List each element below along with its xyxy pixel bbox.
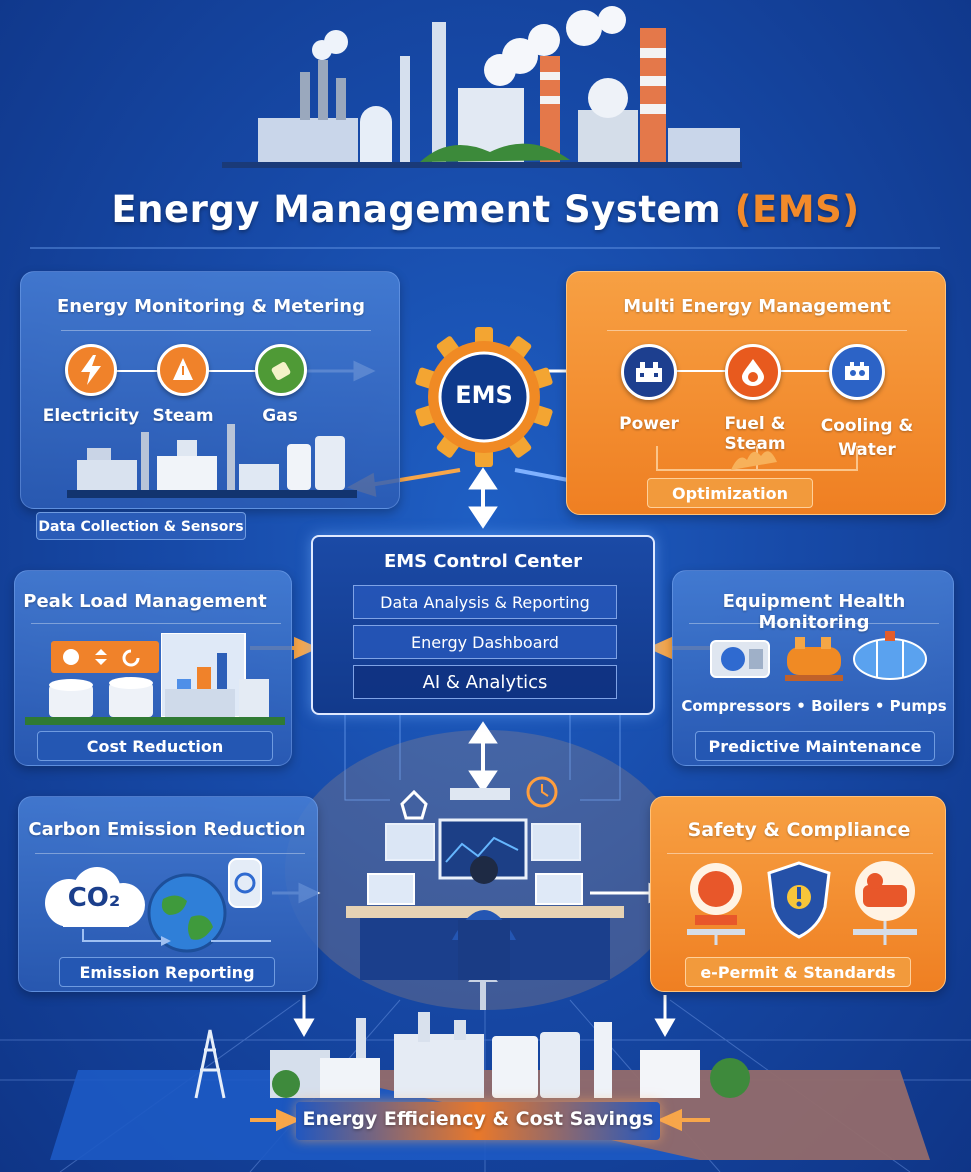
monitoring-factory-icon bbox=[67, 424, 357, 498]
bottom-factory-skyline-icon bbox=[194, 1012, 750, 1099]
title-main: Energy Management System bbox=[111, 188, 722, 231]
page-title: Energy Management System (EMS) bbox=[0, 188, 971, 231]
monitoring-title: Energy Monitoring & Metering bbox=[57, 296, 365, 317]
monitoring-panel: Energy Monitoring & Metering Electricity… bbox=[20, 271, 400, 509]
gas-icon bbox=[255, 344, 307, 396]
optimization-label: Optimization bbox=[647, 478, 813, 508]
multi-energy-title: Multi Energy Management bbox=[623, 296, 891, 317]
top-factory-skyline-icon bbox=[222, 6, 742, 168]
carbon-flow-lines bbox=[82, 929, 271, 946]
control-center-panel: EMS Control Center Data Analysis & Repor… bbox=[311, 535, 655, 715]
fuel-steam-icon bbox=[725, 344, 781, 400]
co2-cloud-icon bbox=[45, 867, 145, 927]
alarm-beacon-icon bbox=[687, 863, 745, 945]
pump-icon bbox=[853, 631, 927, 680]
title-accent: (EMS) bbox=[734, 188, 860, 231]
storage-tanks-icon bbox=[25, 677, 285, 725]
bottom-banner bbox=[296, 1102, 660, 1140]
safety-equipment-icon bbox=[853, 861, 917, 945]
optimization-bracket bbox=[656, 446, 858, 471]
cooling-water-label: Cooling & Water bbox=[820, 416, 914, 460]
carbon-title: Carbon Emission Reduction bbox=[28, 819, 306, 840]
safety-title: Safety & Compliance bbox=[687, 819, 911, 841]
equipment-panel: Equipment Health Monitoring Compressors … bbox=[672, 570, 954, 766]
steam-icon bbox=[157, 344, 209, 396]
power-label: Power bbox=[619, 414, 679, 434]
compressor-icon bbox=[710, 640, 770, 678]
co2-label: CO₂ bbox=[67, 883, 121, 913]
steam-label: Steam bbox=[152, 406, 214, 426]
energy-dashboard-row[interactable]: Energy Dashboard bbox=[353, 625, 617, 659]
ai-analytics-row[interactable]: AI & Analytics bbox=[353, 665, 617, 699]
gas-label: Gas bbox=[262, 406, 298, 426]
electricity-icon bbox=[65, 344, 117, 396]
electricity-label: Electricity bbox=[42, 406, 140, 426]
equipment-title: Equipment Health Monitoring bbox=[722, 591, 906, 633]
meter-icon bbox=[228, 858, 262, 908]
e-permit-standards-label: e-Permit & Standards bbox=[685, 957, 911, 987]
power-icon bbox=[621, 344, 677, 400]
operator-control-room-icon bbox=[346, 776, 624, 980]
emission-reporting-label: Emission Reporting bbox=[59, 957, 275, 987]
ems-hub-label: EMS bbox=[455, 381, 513, 409]
peak-load-title: Peak Load Management bbox=[23, 591, 267, 612]
carbon-panel: Carbon Emission Reduction CO₂ Emission R… bbox=[18, 796, 318, 992]
ems-gear-hub bbox=[415, 327, 553, 467]
monitoring-footer: Data Collection & Sensors bbox=[36, 512, 246, 540]
control-center-title: EMS Control Center bbox=[383, 551, 583, 572]
peak-load-control-icon bbox=[51, 641, 159, 673]
fuel-steam-label: Fuel & Steam bbox=[724, 414, 786, 454]
peak-load-panel: Peak Load Management Cost Reduction bbox=[14, 570, 292, 766]
cost-reduction-label: Cost Reduction bbox=[37, 731, 273, 761]
multi-energy-panel: Multi Energy Management Power Fuel & Ste… bbox=[566, 271, 946, 515]
equipment-items-label: Compressors • Boilers • Pumps bbox=[681, 697, 947, 715]
safety-panel: Safety & Compliance e-Permit & Standards bbox=[650, 796, 946, 992]
boiler-icon bbox=[785, 637, 843, 681]
cooling-water-icon bbox=[829, 344, 885, 400]
globe-icon bbox=[147, 873, 227, 953]
bottom-banner-label: Energy Efficiency & Cost Savings bbox=[302, 1108, 654, 1130]
shield-icon bbox=[767, 861, 831, 939]
predictive-maintenance-label: Predictive Maintenance bbox=[695, 731, 935, 761]
data-analysis-reporting-row[interactable]: Data Analysis & Reporting bbox=[353, 585, 617, 619]
